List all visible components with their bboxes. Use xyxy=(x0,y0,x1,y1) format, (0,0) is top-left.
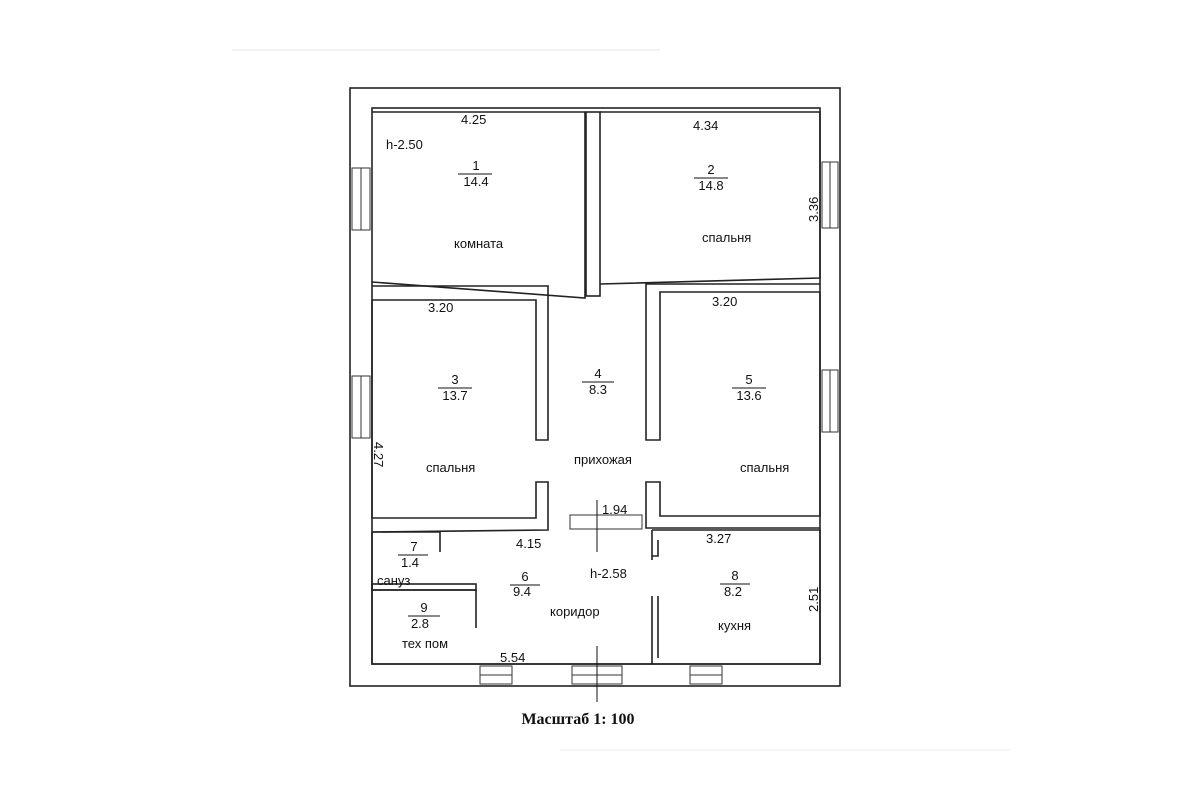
dim-room-1-width: 4.25 xyxy=(461,112,486,127)
room-2-name: спальня xyxy=(702,230,751,245)
room-8-area: 8.2 xyxy=(724,584,742,599)
room-9-area: 2.8 xyxy=(411,616,429,631)
kitchen-wall xyxy=(652,529,821,665)
dim-corridor-height: h-2.58 xyxy=(590,566,627,581)
room-6-name: коридор xyxy=(550,604,600,619)
room-3-wall xyxy=(372,285,549,441)
bath-tech-wall xyxy=(371,583,477,591)
room-9-number: 9 xyxy=(420,600,427,615)
dim-corridor-width: 4.15 xyxy=(516,536,541,551)
room-7-area: 1.4 xyxy=(401,555,419,570)
outer-wall xyxy=(349,87,841,687)
room-2-area: 14.8 xyxy=(698,178,723,193)
kitchen-jamb xyxy=(652,540,659,557)
dim-kitchen-width: 3.27 xyxy=(706,531,731,546)
scale-caption: Масштаб 1: 100 xyxy=(521,711,634,728)
room-9-name: тех пом xyxy=(402,636,448,651)
room-4-area: 8.3 xyxy=(589,382,607,397)
dim-room-3-width: 3.20 xyxy=(428,300,453,315)
room-1-area: 14.4 xyxy=(463,174,488,189)
room-1-number: 1 xyxy=(472,158,479,173)
room-7-number: 7 xyxy=(410,539,417,554)
room-5-area: 13.6 xyxy=(736,388,761,403)
room-3-name: спальня xyxy=(426,460,475,475)
room-7-name: сануз xyxy=(377,573,410,588)
room-5-bottom-wall xyxy=(645,292,821,529)
dim-room-3-depth: 4.27 xyxy=(371,442,386,467)
dim-room-2-width: 4.34 xyxy=(693,118,718,133)
room-2-wall xyxy=(599,111,821,285)
room-1-name: комната xyxy=(454,236,504,251)
room-3-area: 13.7 xyxy=(442,388,467,403)
room-3-bottom-wall xyxy=(371,300,549,533)
dim-room-2-depth: 3.36 xyxy=(806,197,821,222)
room-4-number: 4 xyxy=(594,366,601,381)
bath-top-wall xyxy=(372,531,441,552)
room-5-name: спальня xyxy=(740,460,789,475)
room-6-area: 9.4 xyxy=(513,584,531,599)
dim-room-1-height: h-2.50 xyxy=(386,137,423,152)
dim-hall-width: 1.94 xyxy=(602,502,627,517)
hall-doorway xyxy=(569,514,643,530)
dim-room-5-width: 3.20 xyxy=(712,294,737,309)
room-3-number: 3 xyxy=(451,372,458,387)
room-1-wall xyxy=(371,111,586,299)
lower-wall xyxy=(371,532,653,665)
room-8-name: кухня xyxy=(718,618,751,633)
room-6-number: 6 xyxy=(521,569,528,584)
room-4-name: прихожая xyxy=(574,452,632,467)
room-8-number: 8 xyxy=(731,568,738,583)
room-5-number: 5 xyxy=(745,372,752,387)
dim-bottom-width: 5.54 xyxy=(500,650,525,665)
partition-wall xyxy=(585,111,601,297)
dim-kitchen-depth: 2.51 xyxy=(806,587,821,612)
room-2-number: 2 xyxy=(707,162,714,177)
room-5-wall xyxy=(645,283,820,441)
